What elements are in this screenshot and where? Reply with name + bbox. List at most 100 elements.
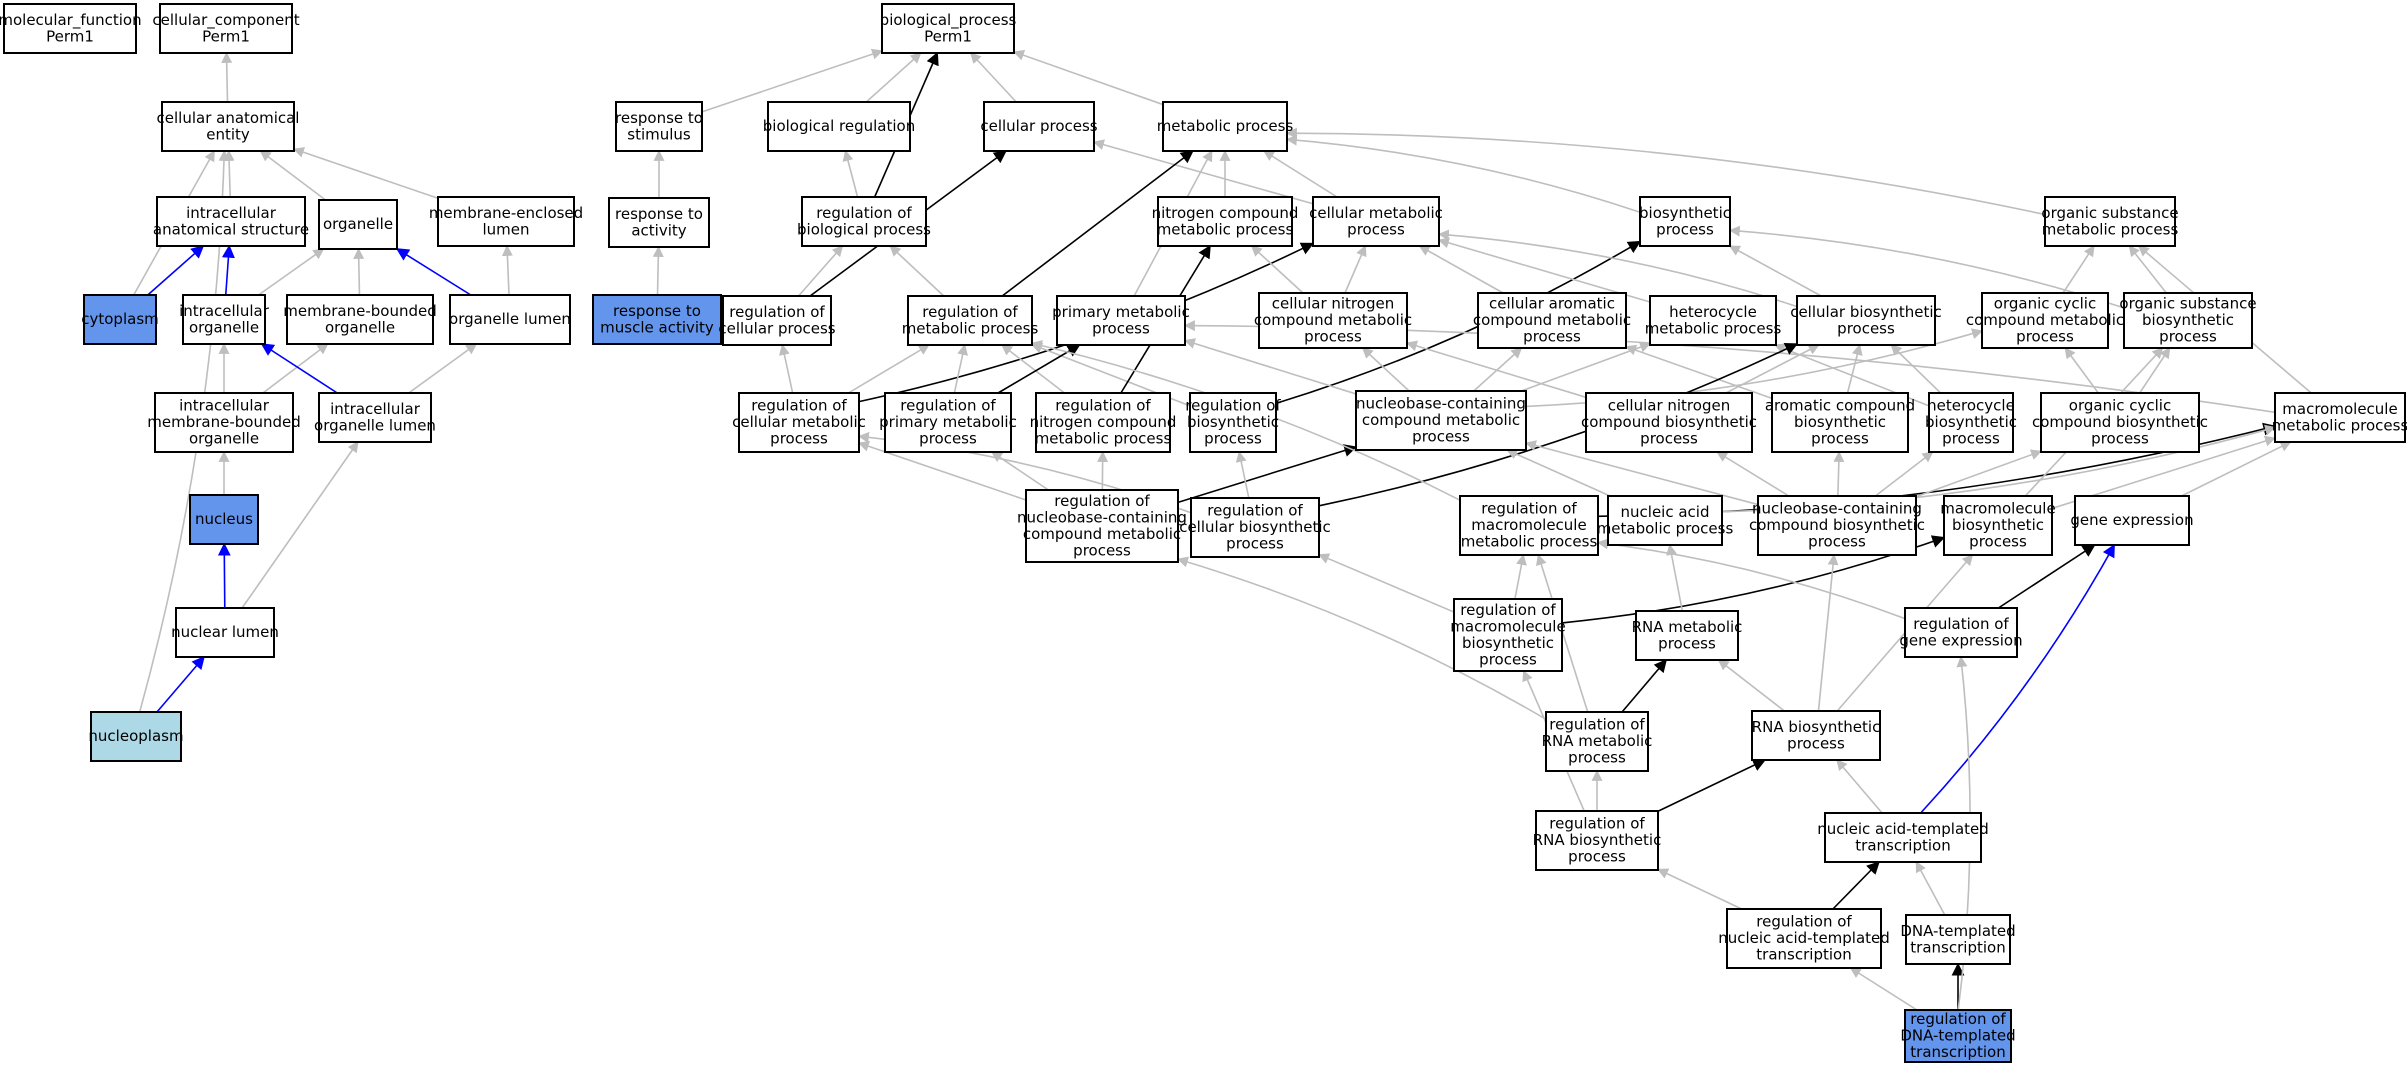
go-term-box xyxy=(175,607,275,658)
go-term-org[interactable]: organelle xyxy=(318,199,398,250)
go-term-label: process xyxy=(1656,220,1714,238)
go-term-label: biosynthetic xyxy=(1794,413,1886,431)
go-term-label: biosynthetic xyxy=(1187,413,1279,431)
go-term-box xyxy=(801,196,927,247)
go-term-box xyxy=(1904,1009,2012,1063)
go-term-label: nucleobase-containing xyxy=(1752,500,1922,518)
go-term-label: entity xyxy=(206,125,250,143)
go-term-box xyxy=(189,494,259,545)
go-term-nuc[interactable]: nucleus xyxy=(189,494,259,545)
go-term-ge[interactable]: gene expression xyxy=(2070,495,2194,546)
go-term-mp[interactable]: metabolic process xyxy=(1157,101,1294,152)
edge-hbp-to-cbp xyxy=(1890,344,1942,394)
edge-cmp-to-cp xyxy=(1092,139,1314,205)
edge-nl-to-nuc xyxy=(217,542,231,609)
go-term-label: process xyxy=(1969,533,2027,551)
go-term-cyt[interactable]: cytoplasm xyxy=(81,294,159,345)
go-term-label: nitrogen compound xyxy=(1152,204,1299,222)
go-term-br[interactable]: biological regulation xyxy=(763,101,915,152)
go-term-box xyxy=(1459,495,1599,556)
go-term-label: cellular process xyxy=(718,319,835,337)
go-term-label: response to xyxy=(613,302,701,320)
go-term-npl[interactable]: nucleoplasm xyxy=(88,711,184,762)
go-term-rnbcmp[interactable]: regulation ofnucleobase-containingcompou… xyxy=(1017,489,1187,563)
edge-line xyxy=(1657,868,1743,910)
go-term-box xyxy=(286,294,434,345)
edge-line xyxy=(701,48,884,113)
edge-line xyxy=(997,344,1081,394)
edge-rmp-to-rbp xyxy=(889,245,945,297)
go-term-label: regulation of xyxy=(751,397,847,415)
edge-line xyxy=(1092,139,1314,205)
go-term-box xyxy=(182,294,266,345)
go-term-label: primary metabolic xyxy=(1052,303,1190,321)
edge-rbp-to-br xyxy=(842,149,859,198)
edge-org-to-cae xyxy=(259,150,326,201)
go-term-nl[interactable]: nuclear lumen xyxy=(171,607,279,658)
edge-line xyxy=(1833,450,1845,497)
edge-cbp-to-cmp xyxy=(1437,229,1798,308)
go-term-rmbp[interactable]: regulation ofmacromoleculebiosyntheticpr… xyxy=(1450,598,1566,672)
go-term-label: macromolecule xyxy=(2282,400,2397,418)
go-term-label: nucleic acid-templated xyxy=(1817,820,1989,838)
go-term-box xyxy=(1258,292,1408,349)
go-term-ol[interactable]: organelle lumen xyxy=(449,294,571,345)
edge-imbo-to-mbo xyxy=(262,343,329,394)
go-term-label: metabolic process xyxy=(2272,416,2407,434)
go-term-cp[interactable]: cellular process xyxy=(980,101,1098,152)
edge-rbsp-to-bsp xyxy=(1275,240,1642,405)
go-term-label: nucleoplasm xyxy=(88,727,183,745)
